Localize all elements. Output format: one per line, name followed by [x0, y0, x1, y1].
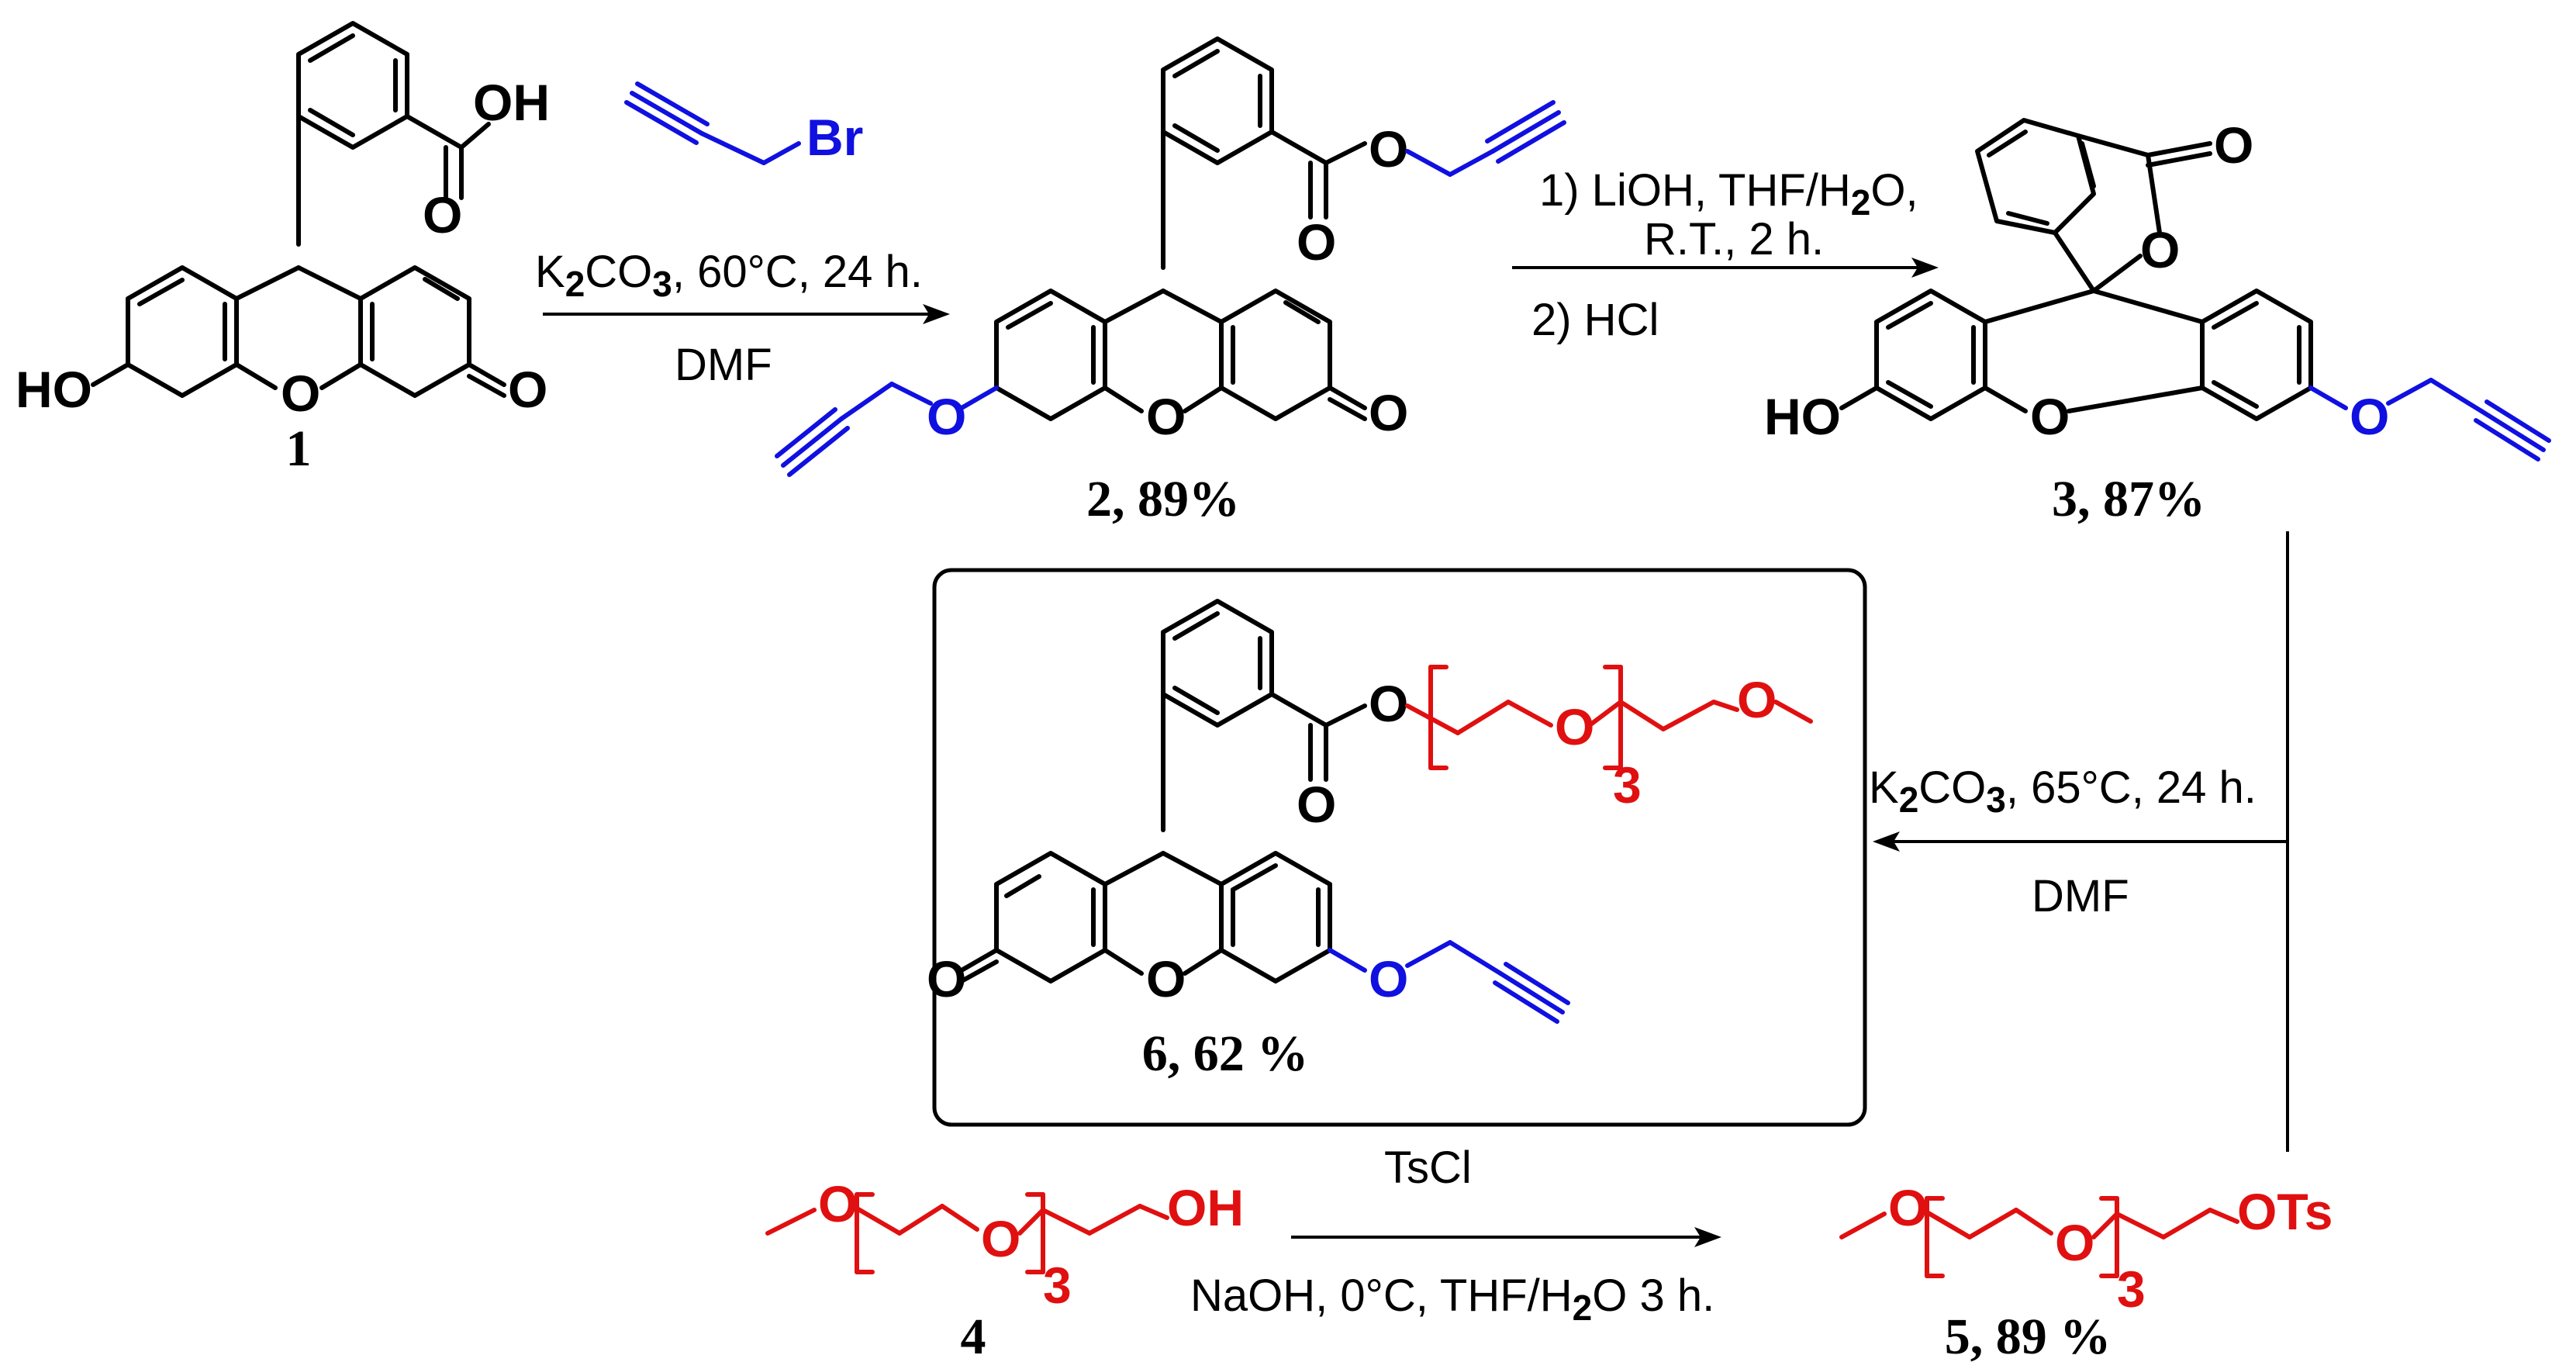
step3-sub-2: 2: [1899, 780, 1919, 820]
methoxy-oxygen: O: [1888, 1179, 1928, 1236]
ring-oxygen: O: [1146, 388, 1186, 445]
compound-4: O O 3 OH 4: [765, 1175, 1244, 1362]
step1-reagent-k: K: [535, 247, 565, 297]
step3-reagent-co: CO: [1918, 762, 1986, 813]
compound-1-label: 1: [286, 420, 312, 477]
compound-3: O O O HO O 3, 87%: [1764, 116, 2551, 527]
step2-sub-2: 2: [1851, 182, 1871, 223]
compound-6-label: 6, 62 %: [1142, 1025, 1309, 1082]
ester-oxygen: O: [1369, 675, 1408, 732]
step3-solvent: DMF: [2032, 871, 2129, 921]
product-highlight-box: [932, 568, 1867, 1127]
acid-oh: OH: [473, 74, 550, 131]
propargyl-ether-oxygen: O: [1369, 950, 1408, 1008]
step2-line1-rest: O,: [1870, 165, 1918, 216]
ring-oxygen: O: [281, 365, 320, 422]
step2-line1: 1) LiOH, THF/H: [1539, 165, 1851, 216]
compound-2: O O O O O 2, 89%: [775, 36, 1566, 527]
step1-solvent: DMF: [675, 340, 772, 390]
lactone-oxygen: O: [2140, 221, 2180, 278]
compound-1: O OH O O HO 1: [16, 21, 550, 477]
step3-sub-3: 3: [1986, 780, 2006, 820]
compound-3-label: 3, 87%: [2052, 471, 2205, 527]
terminal-oh: OH: [1167, 1179, 1244, 1236]
propargyl-ether-oxygen: O: [927, 388, 966, 445]
phenol-ho: HO: [16, 361, 92, 418]
phenol-ho: HO: [1764, 388, 1841, 445]
propargyl-bromide: Br: [624, 81, 863, 166]
carbonyl-oxygen: O: [423, 186, 462, 244]
step1-sub-3: 3: [652, 264, 672, 304]
ester-oxygen: O: [1369, 120, 1408, 178]
reaction-arrow-3: K2CO3, 65°C, 24 h. DMF: [1869, 531, 2289, 1152]
ketone-oxygen: O: [927, 950, 966, 1008]
reaction-arrow-2: 1) LiOH, THF/H2O, R.T., 2 h. 2) HCl: [1512, 165, 1939, 345]
peg-repeat-count: 3: [1613, 756, 1642, 814]
ring-oxygen: O: [1146, 950, 1186, 1008]
step4-conditions-rest: O 3 h.: [1592, 1270, 1714, 1321]
ketone-oxygen: O: [508, 361, 547, 418]
lactone-carbonyl-oxygen: O: [2214, 116, 2253, 174]
reaction-arrow-4: TsCl NaOH, 0°C, THF/H2O 3 h.: [1190, 1142, 1721, 1328]
compound-5: O O 3 OTs 5, 89 %: [1839, 1179, 2333, 1362]
ketone-oxygen: O: [1369, 384, 1408, 441]
step1-sub-2: 2: [565, 264, 585, 304]
compound-4-label: 4: [961, 1308, 986, 1362]
ester-carbonyl-oxygen: O: [1297, 776, 1336, 833]
compound-5-label: 5, 89 %: [1945, 1308, 2112, 1362]
peg-repeat-count: 3: [2117, 1260, 2146, 1318]
methoxy-oxygen: O: [1737, 671, 1777, 728]
step2-acid: 2) HCl: [1531, 295, 1659, 345]
step1-reagent-co: CO: [585, 247, 652, 297]
step4-conditions: NaOH, 0°C, THF/H: [1190, 1270, 1573, 1321]
svg-text:K2CO3, 60°C, 24 h.: K2CO3, 60°C, 24 h.: [535, 247, 923, 304]
step4-reagent: TsCl: [1384, 1142, 1472, 1193]
svg-text:K2CO3, 65°C, 24 h.: K2CO3, 65°C, 24 h.: [1869, 762, 2257, 820]
step4-sub-2: 2: [1573, 1288, 1593, 1328]
step1-conditions: , 60°C, 24 h.: [672, 247, 923, 297]
compound-2-label: 2, 89%: [1086, 471, 1240, 527]
step3-reagent-k: K: [1869, 762, 1899, 813]
reaction-arrow-1: K2CO3, 60°C, 24 h. DMF: [535, 247, 950, 390]
propargyl-ether-oxygen: O: [2350, 388, 2389, 445]
ester-carbonyl-oxygen: O: [1297, 213, 1336, 271]
svg-text:NaOH, 0°C, THF/H2O 3 h.: NaOH, 0°C, THF/H2O 3 h.: [1190, 1270, 1714, 1328]
step2-line2: R.T., 2 h.: [1644, 214, 1824, 264]
step3-conditions: , 65°C, 24 h.: [2006, 762, 2257, 813]
compound-6: O O O 3 O O O O: [927, 599, 1813, 1082]
bromine: Br: [806, 109, 863, 166]
peg-repeat-count: 3: [1043, 1257, 1072, 1314]
peg-ether-oxygen: O: [981, 1210, 1020, 1267]
ring-oxygen: O: [2030, 388, 2070, 445]
svg-text:1) LiOH, THF/H2O,: 1) LiOH, THF/H2O,: [1539, 165, 1918, 223]
tosylate-group: OTs: [2237, 1183, 2333, 1240]
methoxy-oxygen: O: [818, 1175, 858, 1232]
peg-ether-oxygen: O: [2055, 1214, 2094, 1271]
